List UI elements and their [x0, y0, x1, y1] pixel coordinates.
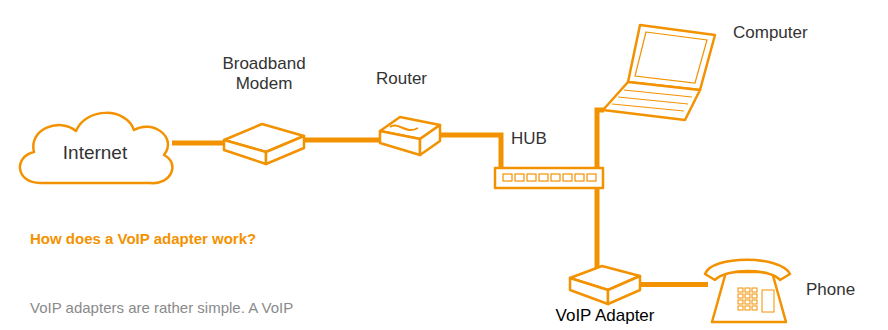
- hub-icon: [493, 165, 605, 191]
- router-icon: [378, 113, 443, 158]
- device-label: Computer: [733, 23, 808, 43]
- device-label: VoIP Adapter: [543, 306, 667, 326]
- hub-node: HUB: [493, 165, 605, 191]
- adapter-node: VoIP Adapter: [568, 262, 642, 307]
- device-label: Router: [376, 69, 427, 89]
- laptop-node: Computer: [600, 20, 720, 125]
- network-cable: [304, 138, 380, 143]
- section-heading: How does a VoIP adapter work?: [30, 230, 256, 248]
- network-cable: [640, 282, 708, 287]
- adapter-icon: [568, 262, 642, 307]
- network-cable: [595, 188, 600, 268]
- device-label: Phone: [806, 280, 855, 300]
- modem-icon: [222, 120, 306, 166]
- phone-icon: [700, 250, 795, 325]
- device-label: Broadband Modem: [204, 54, 324, 94]
- phone-node: Phone: [700, 250, 795, 325]
- router-node: Router: [378, 113, 443, 158]
- network-cable: [441, 135, 501, 168]
- node-text: Internet: [63, 142, 127, 164]
- network-cable: [597, 110, 604, 168]
- modem-node: Broadband Modem: [222, 120, 306, 166]
- laptop-icon: [600, 20, 720, 125]
- body-text: VoIP adapters are rather simple. A VoIP: [30, 299, 293, 317]
- device-label: HUB: [511, 129, 547, 149]
- cloud-node: Internet: [10, 103, 180, 188]
- network-cable: [172, 141, 224, 146]
